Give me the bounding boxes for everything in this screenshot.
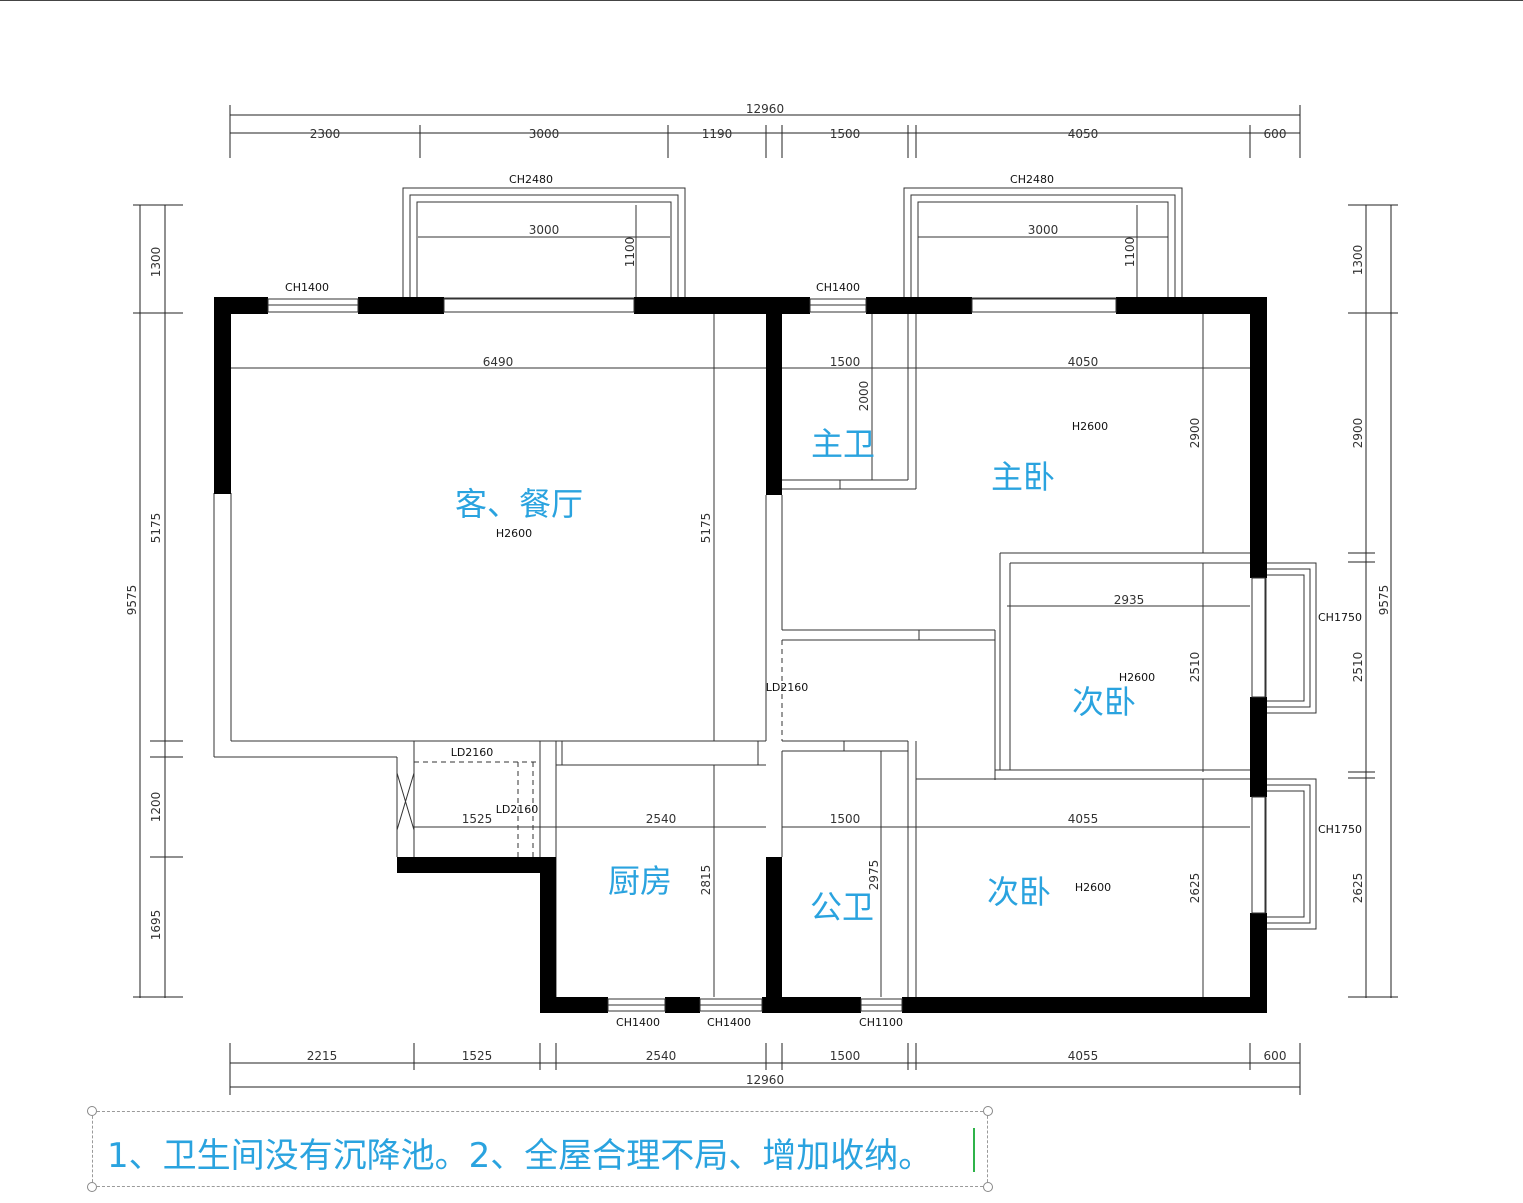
- window-kitchen-2-label: CH1400: [707, 1016, 751, 1029]
- master-bed-height: H2600: [1072, 420, 1108, 433]
- third-bed-height: H2600: [1075, 881, 1111, 894]
- bottom-dim-4: 1500: [830, 1049, 861, 1063]
- note-text[interactable]: 1、卫生间没有沉降池。2、全屋合理不局、增加收纳。: [107, 1136, 933, 1176]
- resize-handle-bottom-left[interactable]: [87, 1182, 97, 1192]
- interior-dimensions: 6490 5175 1500 2000 4050 2900 2935 2510 …: [462, 355, 1202, 903]
- top-dim-2: 3000: [529, 127, 560, 141]
- door-corridor-label: LD2160: [766, 681, 809, 694]
- room-kitchen: 厨房: [608, 862, 672, 900]
- balcony-left-label: CH2480: [509, 173, 553, 186]
- window-bath-label: CH1400: [816, 281, 860, 294]
- bottom-dim-5: 4055: [1068, 1049, 1099, 1063]
- left-total-dim: 9575: [125, 585, 139, 616]
- bottom-dim-3: 2540: [646, 1049, 677, 1063]
- bottom-dim-2: 1525: [462, 1049, 493, 1063]
- height-labels: H2600 H2600 H2600 H2600: [496, 420, 1155, 894]
- right-dim-4: 2625: [1351, 873, 1365, 904]
- bottom-dim-6: 600: [1264, 1049, 1287, 1063]
- top-dim-3: 1190: [702, 127, 733, 141]
- living-height: H2600: [496, 527, 532, 540]
- room-names: 客、餐厅 主卫 主卧 次卧 厨房 公卫 次卧: [455, 425, 1136, 926]
- living-depth-dim: 5175: [699, 513, 713, 544]
- second-bed-width-dim: 2935: [1114, 593, 1145, 607]
- bottom-dim-1: 2215: [307, 1049, 338, 1063]
- door-entry-label: LD2160: [451, 746, 494, 759]
- master-bed-width-dim: 4050: [1068, 355, 1099, 369]
- bay-window-upper-label: CH1750: [1318, 611, 1362, 624]
- bay-window-upper: CH1750: [1265, 562, 1362, 714]
- window-frames: [267, 298, 1266, 1012]
- master-bath-width-dim: 1500: [830, 355, 861, 369]
- room-third-bed: 次卧: [987, 873, 1051, 911]
- corridor-width-dim: 1525: [462, 812, 493, 826]
- text-caret: [973, 1128, 975, 1172]
- interior-lines: [213, 314, 1250, 1000]
- kitchen-width-dim: 2540: [646, 812, 677, 826]
- third-bed-depth-dim: 2625: [1188, 873, 1202, 904]
- master-bath-depth-dim: 2000: [857, 381, 871, 412]
- room-second-bed: 次卧: [1072, 683, 1136, 721]
- resize-handle-bottom-right[interactable]: [983, 1182, 993, 1192]
- room-master-bath: 主卫: [811, 425, 875, 463]
- public-bath-depth-dim: 2975: [867, 860, 881, 891]
- left-dim-3: 1200: [149, 792, 163, 823]
- room-master-bed: 主卧: [991, 458, 1055, 496]
- window-public-bath-label: CH1100: [859, 1016, 903, 1029]
- opening-labels: CH1400 CH1400 CH1400 CH1400 CH1100 LD216…: [285, 281, 903, 1029]
- right-dim-2: 2900: [1351, 418, 1365, 449]
- second-bed-depth-dim: 2510: [1188, 652, 1202, 683]
- balcony-right-label: CH2480: [1010, 173, 1054, 186]
- resize-handle-top-right[interactable]: [983, 1106, 993, 1116]
- bottom-total-dim: 12960: [746, 1073, 784, 1087]
- balcony-left-width: 3000: [529, 223, 560, 237]
- bay-window-lower: CH1750: [1265, 778, 1362, 930]
- public-bath-width-dim: 1500: [830, 812, 861, 826]
- balcony-right-depth: 1100: [1123, 237, 1137, 268]
- room-public-bath: 公卫: [810, 888, 874, 926]
- second-bed-height: H2600: [1119, 671, 1155, 684]
- room-living: 客、餐厅: [455, 485, 583, 523]
- note-text-box[interactable]: 1、卫生间没有沉降池。2、全屋合理不局、增加收纳。: [92, 1111, 988, 1187]
- door-kitchen-label: LD2160: [496, 803, 539, 816]
- right-total-dim: 9575: [1377, 585, 1391, 616]
- balcony-left-depth: 1100: [623, 237, 637, 268]
- balcony-right-width: 3000: [1028, 223, 1059, 237]
- balcony-left: CH2480 3000 1100: [402, 173, 686, 299]
- right-dim-1: 1300: [1351, 245, 1365, 276]
- right-dim-3: 2510: [1351, 652, 1365, 683]
- left-dim-2: 5175: [149, 513, 163, 544]
- kitchen-depth-dim: 2815: [699, 865, 713, 896]
- left-dim-1: 1300: [149, 247, 163, 278]
- master-bed-depth-dim: 2900: [1188, 418, 1202, 449]
- living-width-dim: 6490: [483, 355, 514, 369]
- top-dim-6: 600: [1264, 127, 1287, 141]
- window-living-label: CH1400: [285, 281, 329, 294]
- right-dimension-chain: 1300 2900 2510 2625 9575: [1348, 204, 1398, 998]
- bay-window-lower-label: CH1750: [1318, 823, 1362, 836]
- window-kitchen-1-label: CH1400: [616, 1016, 660, 1029]
- top-dim-1: 2300: [310, 127, 341, 141]
- resize-handle-top-left[interactable]: [87, 1106, 97, 1116]
- left-dimension-chain: 1300 5175 1200 1695 9575: [125, 204, 183, 998]
- exterior-walls: [214, 297, 1267, 1013]
- top-total-dim: 12960: [746, 102, 784, 116]
- top-dim-4: 1500: [830, 127, 861, 141]
- top-dim-5: 4050: [1068, 127, 1099, 141]
- left-dim-4: 1695: [149, 910, 163, 941]
- door-openings: [414, 640, 783, 857]
- balcony-right: CH2480 3000 1100: [903, 173, 1183, 299]
- bottom-dimension-chain: 2215 1525 2540 1500 4055 600 12960: [229, 1043, 1301, 1095]
- third-bed-width-dim: 4055: [1068, 812, 1099, 826]
- top-dimension-chain: 12960 2300 3000 1190 1500 4050 600: [229, 102, 1301, 158]
